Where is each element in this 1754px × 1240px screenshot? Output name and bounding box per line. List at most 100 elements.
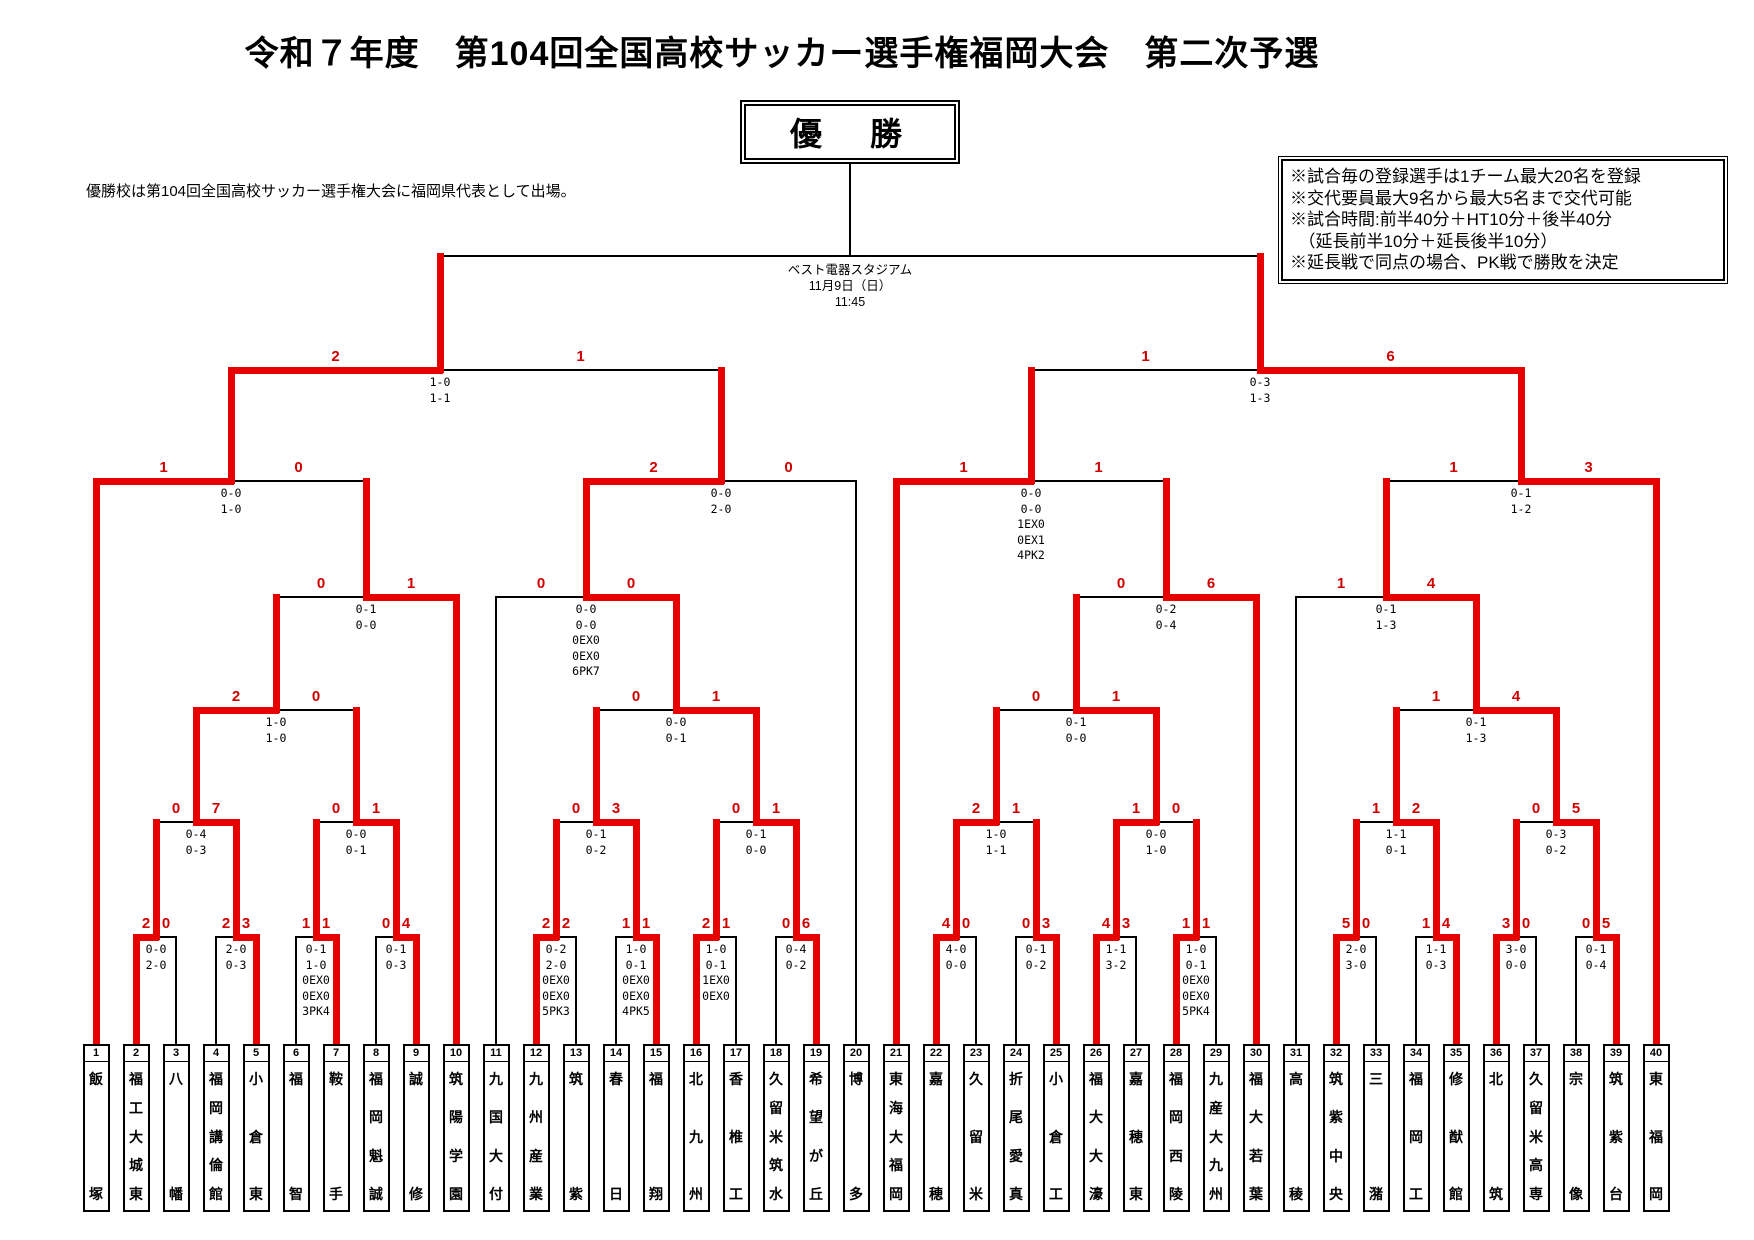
winner-path-h	[228, 367, 443, 374]
team-name: 希望が丘	[809, 1071, 823, 1202]
bracket-line-v	[855, 480, 857, 1045]
winner-path-v	[1153, 707, 1160, 825]
match-scores: 4-0 0-0	[945, 942, 967, 972]
match-scores: 0-1 1-3	[1375, 602, 1397, 632]
winner-path-h	[1173, 934, 1199, 941]
match-label-right: 4	[1511, 688, 1521, 705]
bracket-line-v	[1015, 936, 1017, 1045]
winner-path-v	[133, 934, 140, 1047]
match-scores: 0-4 0-3	[185, 827, 207, 857]
winner-path-v	[333, 934, 340, 1047]
match-scores: 1-0 1-0	[265, 715, 287, 745]
team-number: 16	[684, 1046, 708, 1062]
team-name: 九国大付	[489, 1071, 503, 1202]
match-label-left: 1	[1449, 459, 1458, 476]
winner-path-v	[193, 707, 200, 825]
winner-path-v	[1493, 934, 1500, 1047]
winner-path-v	[1113, 819, 1120, 940]
winner-path-h	[793, 934, 819, 941]
team-number: 7	[324, 1046, 348, 1062]
team-name: 宗像	[1569, 1071, 1583, 1202]
winner-path-h	[583, 594, 679, 601]
winner-path-v	[653, 934, 660, 1047]
team-name: 飯塚	[89, 1071, 103, 1202]
team-number: 35	[1444, 1046, 1468, 1062]
winner-path-h	[893, 478, 1034, 485]
winner-path-v	[533, 934, 540, 1047]
match-label-right: 0	[294, 459, 303, 476]
team-name: 福大大濠	[1089, 1071, 1103, 1202]
match-scores: 0-1 0-0	[745, 827, 767, 857]
winner-path-h	[1073, 707, 1159, 714]
team-number: 33	[1364, 1046, 1388, 1062]
match-label-left: 0	[631, 688, 641, 705]
match-label-right: 6	[1206, 575, 1216, 592]
match-label-right: 1	[721, 915, 731, 932]
match-label-left: 0	[381, 915, 391, 932]
team-name: 福大若葉	[1249, 1071, 1263, 1202]
team-name: 福智	[289, 1071, 303, 1202]
page-title: 令和７年度 第104回全国高校サッカー選手権福岡大会 第二次予選	[244, 35, 1320, 73]
bracket-line-v	[735, 936, 737, 1045]
winner-path-h	[1033, 934, 1059, 941]
match-label-left: 0	[731, 800, 741, 817]
winner-path-v	[1257, 253, 1264, 373]
winner-path-h	[353, 819, 399, 826]
match-label-left: 1	[1336, 575, 1346, 592]
team-number: 26	[1084, 1046, 1108, 1062]
winner-path-v	[953, 819, 960, 940]
winner-path-v	[153, 819, 160, 940]
winner-path-v	[1453, 934, 1460, 1047]
match-scores: 0-1 0-4	[1585, 942, 1607, 972]
team-name: 嘉穂東	[1129, 1071, 1143, 1202]
winner-path-v	[1433, 819, 1440, 940]
match-scores: 0-0 0-1	[345, 827, 367, 857]
team-name: 春日	[609, 1071, 623, 1202]
team-number: 14	[604, 1046, 628, 1062]
team-box: 14 春日	[602, 1044, 630, 1212]
match-label-right: 1	[406, 575, 416, 592]
match-label-right: 1	[1201, 915, 1211, 932]
champion-box: 優 勝	[740, 100, 960, 164]
team-number: 8	[364, 1046, 388, 1062]
match-label-right: 1	[641, 915, 651, 932]
winner-path-v	[253, 934, 260, 1047]
bracket-line-v	[1535, 936, 1537, 1045]
match-label-left: 1	[621, 915, 631, 932]
winner-path-h	[953, 819, 999, 826]
winner-path-v	[673, 594, 680, 713]
winner-path-v	[437, 253, 444, 373]
team-name: 博多	[849, 1071, 863, 1202]
winner-path-h	[1333, 934, 1359, 941]
match-scores: 2-0 0-3	[225, 942, 247, 972]
winner-path-v	[813, 934, 820, 1047]
winner-path-h	[1393, 819, 1439, 826]
winner-path-v	[1553, 707, 1560, 825]
winner-path-v	[593, 707, 600, 825]
winner-path-h	[1493, 934, 1519, 941]
team-name: 折尾愛真	[1009, 1071, 1023, 1202]
team-name: 久留米	[969, 1071, 983, 1202]
team-name: 久留米高専	[1529, 1071, 1543, 1202]
winner-path-v	[1518, 367, 1525, 484]
team-number: 15	[644, 1046, 668, 1062]
winner-path-v	[363, 478, 370, 600]
winner-path-v	[1473, 594, 1480, 713]
match-scores: 0-0 2-0	[710, 486, 732, 516]
match-scores: 0-0 0-0 1EX0 0EX1 4PK2	[1017, 486, 1045, 562]
match-scores: 1-0 1-1	[429, 375, 451, 405]
winner-path-v	[993, 707, 1000, 825]
team-name: 香椎工	[729, 1071, 743, 1202]
match-label-right: 4	[1441, 915, 1451, 932]
team-number: 5	[244, 1046, 268, 1062]
match-label-left: 2	[649, 459, 658, 476]
